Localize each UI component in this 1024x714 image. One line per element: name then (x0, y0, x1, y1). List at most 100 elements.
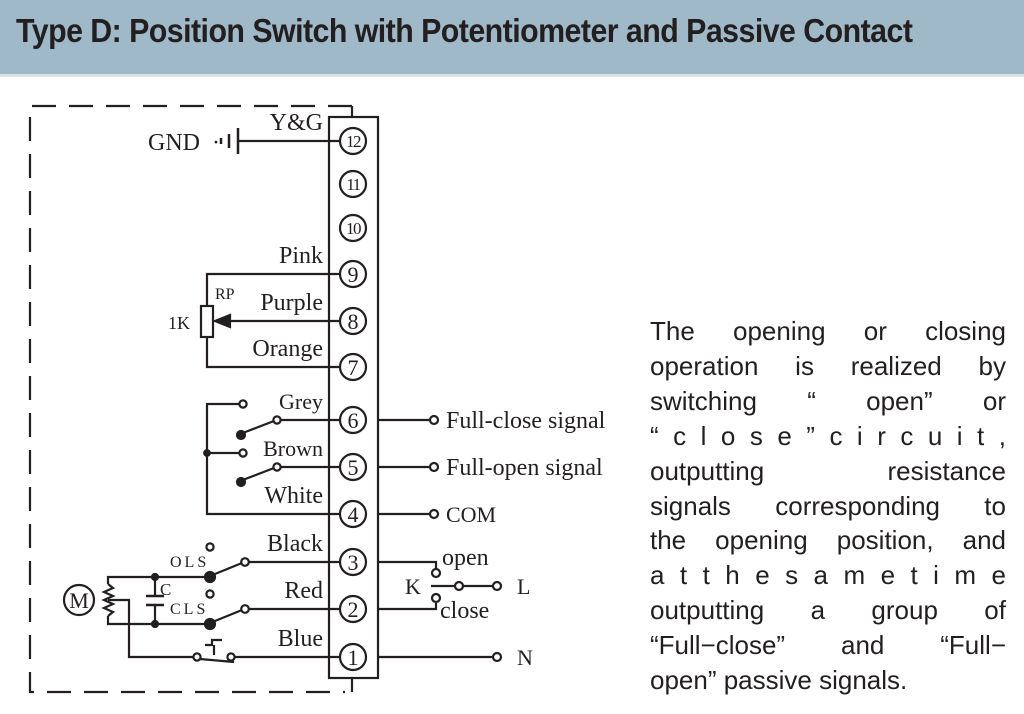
cls-switch-blade (209, 608, 243, 625)
neutral-label: N (517, 645, 533, 670)
com-terminal (428, 508, 440, 520)
terminal-block (327, 115, 380, 680)
terminal-2 (338, 594, 368, 624)
terminal-number-6: 6 (348, 408, 359, 433)
capacitor-label: C (160, 580, 171, 599)
cls-label: CLS (170, 601, 208, 618)
terminal-5 (338, 452, 368, 482)
terminal-number-11: 11 (346, 175, 360, 194)
gnd-label: GND (148, 130, 200, 156)
terminal-6 (338, 405, 368, 435)
enclosure-dashed-border (28, 104, 352, 694)
wire-label-brown: Brown (263, 436, 323, 461)
ols-switch-blade (209, 561, 243, 578)
junction-bottom (150, 619, 160, 629)
motor-icon (62, 583, 96, 617)
terminal-number-3: 3 (348, 550, 359, 575)
k-pivot-contact (453, 580, 465, 592)
page-title: Type D: Position Switch with Potentiomet… (16, 12, 913, 49)
close-label: close (440, 598, 489, 624)
wiper-arrow-icon (212, 313, 232, 329)
wire-label-purple: Purple (260, 290, 323, 316)
description-line: a t t h e s a m e t i m e (650, 560, 1006, 591)
orange-wire (205, 337, 340, 369)
description-line: outputting resistance (650, 455, 1006, 486)
terminal-8 (338, 306, 368, 336)
open-wire (378, 560, 438, 569)
resistance-label: 1K (168, 313, 190, 333)
description-line: the opening position, and (650, 525, 1006, 556)
terminal-9 (338, 259, 368, 289)
motor-bottom-wire (106, 616, 210, 626)
description-line: “Full−close” and “Full− (650, 630, 1006, 661)
terminal-number-4: 4 (348, 502, 359, 527)
description-line: open” passive signals. (650, 665, 908, 696)
terminal-number-5: 5 (348, 455, 359, 480)
thermal-contact-right (226, 652, 236, 662)
thermal-actuator-icon (205, 638, 222, 655)
junction-top (150, 572, 160, 582)
terminal-11 (338, 169, 368, 199)
terminal-7 (338, 352, 368, 382)
close-wire (378, 603, 438, 611)
com-junction (203, 449, 211, 457)
header-divider (0, 74, 1024, 77)
motor-center-wire (108, 598, 193, 659)
gnd-connector-mark: · (212, 130, 220, 156)
terminal-number-2: 2 (348, 597, 359, 622)
motor-winding-icon (101, 583, 116, 617)
wire-label-grey: Grey (279, 389, 323, 414)
full-open-terminal (428, 461, 440, 473)
description-line: The opening or closing (650, 316, 1006, 346)
full-close-terminal (428, 414, 440, 426)
k-close-contact (430, 592, 442, 604)
terminal-12 (338, 126, 368, 156)
description-line: signals corresponding to (650, 490, 1006, 521)
wire-label-yg: Y&G (270, 110, 323, 136)
thermal-contact-left (192, 652, 202, 662)
wire-label-white: White (264, 483, 323, 509)
grey-switch-blade (239, 419, 275, 436)
grey-contact-top (238, 399, 248, 409)
brown-switch-blade (239, 466, 275, 483)
terminal-1 (338, 642, 368, 672)
terminal-4 (338, 499, 368, 529)
grey-contact-pivot (272, 415, 282, 425)
motor-top-wire (106, 575, 210, 584)
switch-k-label: K (405, 574, 421, 599)
header-bar: Type D: Position Switch with Potentiomet… (0, 0, 1024, 74)
rp-label: RP (215, 286, 235, 303)
terminal-number-12: 12 (346, 132, 361, 151)
brown-contact-bottom (235, 476, 247, 488)
thermal-switch-blade (199, 657, 235, 664)
terminal-10 (338, 213, 368, 243)
ols-contact-pivot (240, 557, 250, 567)
brown-contact-top (238, 448, 248, 458)
com-label: COM (446, 502, 496, 527)
cls-contact-open (205, 589, 215, 599)
wire-label-black: Black (267, 531, 323, 557)
terminal-number-1: 1 (348, 645, 359, 670)
wire-label-orange: Orange (252, 336, 323, 362)
full-close-signal-label: Full-close signal (446, 408, 606, 434)
description-line: “ c l o s e ” c i r c u i t , (650, 420, 1006, 451)
motor-label: M (69, 588, 89, 613)
terminal-number-7: 7 (348, 355, 359, 380)
wire-label-red: Red (284, 578, 323, 604)
pink-wire (205, 272, 340, 306)
full-open-signal-label: Full-open signal (446, 455, 603, 481)
potentiometer-icon (199, 304, 215, 339)
wire-label-blue: Blue (278, 626, 323, 652)
terminal-3 (338, 547, 368, 577)
brown-contact-pivot (272, 462, 282, 472)
wire-label-pink: Pink (279, 243, 323, 269)
neutral-terminal (491, 651, 503, 663)
grey-contact-bottom (235, 429, 247, 441)
description-line: operation is realized by (650, 350, 1006, 381)
description-line: switching “ open” or (650, 385, 1006, 416)
terminal-number-10: 10 (346, 219, 361, 238)
ols-contact-open (205, 542, 215, 552)
description-text: The opening or closing operation is reali… (650, 314, 1006, 698)
terminal-number-9: 9 (348, 262, 359, 287)
